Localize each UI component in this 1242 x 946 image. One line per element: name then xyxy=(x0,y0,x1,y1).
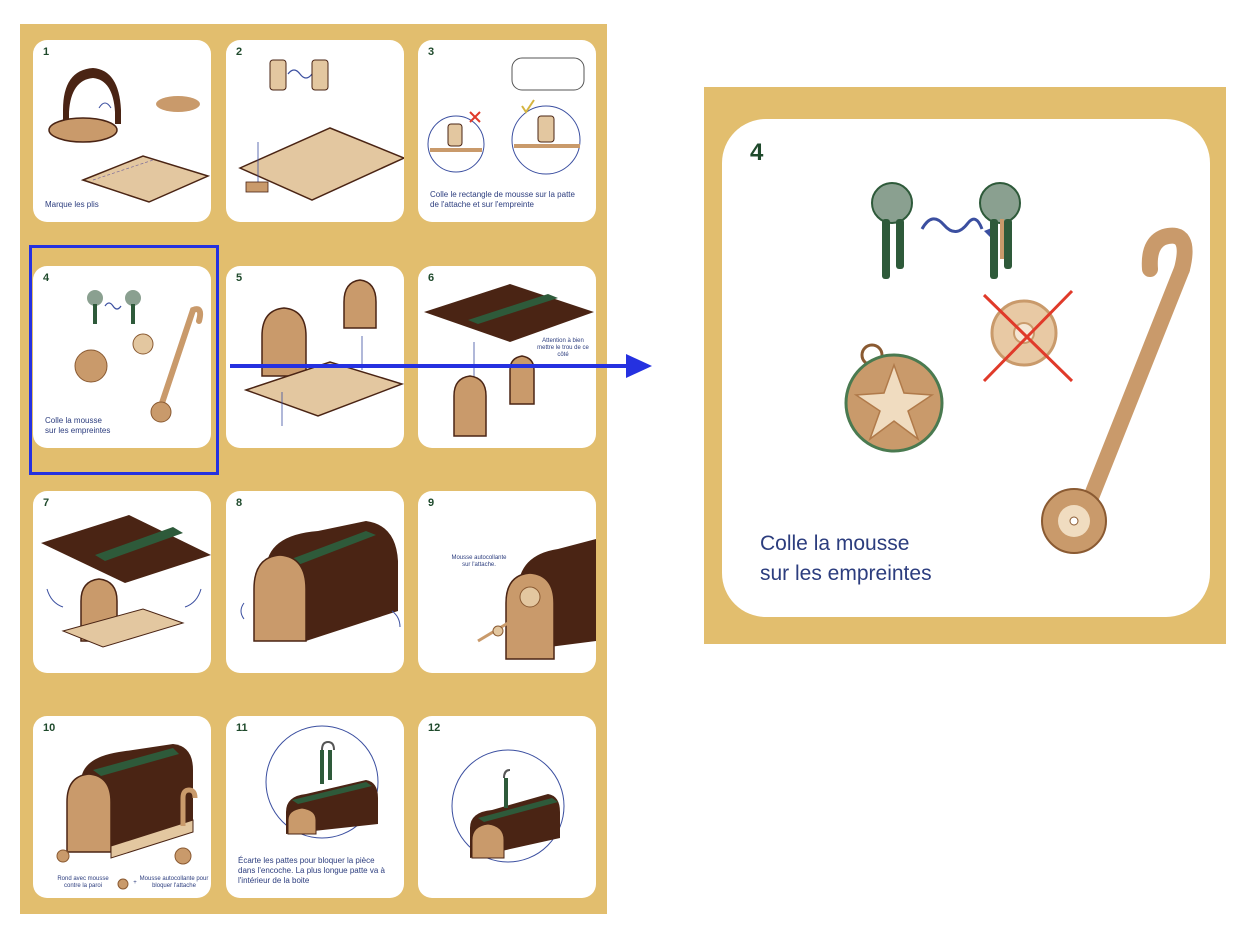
round-piece-crossed-icon xyxy=(982,289,1074,383)
step-number: 2 xyxy=(236,46,243,58)
step-panel-4: 4 Colle la mousse sur les empreintes xyxy=(33,266,211,448)
step-number: 6 xyxy=(428,272,435,284)
step-number: 3 xyxy=(428,46,435,58)
zoomed-step-4: 4 xyxy=(704,87,1226,644)
final-detail-illustration xyxy=(451,749,565,863)
step-number: 4 xyxy=(43,272,50,284)
zoom-illustration xyxy=(844,182,1193,554)
clip-before-icon xyxy=(871,182,913,279)
annotation-left: Rond avec mousse contre la paroi xyxy=(57,876,109,889)
step-number: 12 xyxy=(428,722,441,734)
annotation-right: Mousse autocollante pour bloquer l'attac… xyxy=(139,876,209,889)
step-panel-10: 10 Rond avec mousse contre la paroi + Mo… xyxy=(33,716,211,898)
step-panel-3: 3 Colle le rectangle de mousse sur la pa… xyxy=(418,40,596,222)
assembly-illustration xyxy=(243,279,404,426)
ornament-piece-icon xyxy=(844,343,944,453)
zoom-caption: Colle la mousse sur les empreintes xyxy=(760,532,932,585)
annotation-plus: + xyxy=(133,880,137,886)
step-number: 10 xyxy=(43,722,56,734)
finish-illustration xyxy=(56,744,198,890)
step-caption: Marque les plis xyxy=(45,200,99,209)
hook-detail-illustration xyxy=(265,725,379,839)
step-panel-2: 2 xyxy=(226,40,404,222)
step-number: 9 xyxy=(428,497,435,509)
foam-placement-illustration xyxy=(427,57,585,175)
step-panel-11: 11 Écarte les pattes pour bloquer la piè… xyxy=(226,716,404,898)
step-panel-5: 5 xyxy=(226,266,404,448)
log-box-illustration xyxy=(240,521,401,642)
roof-fold-illustration xyxy=(41,515,211,648)
step-number: 7 xyxy=(43,497,50,509)
step-panel-1: 1 Marque les plis xyxy=(33,40,211,222)
clip-attach-illustration xyxy=(477,539,596,660)
zoom-arrow-icon xyxy=(230,354,652,378)
step-panel-7: 7 xyxy=(33,491,211,673)
step-number: 11 xyxy=(236,722,248,734)
step-panel-8: 8 xyxy=(226,491,404,673)
step-annotation: Attention à bien mettre le trou de ce cô… xyxy=(537,338,589,358)
fold-illustration xyxy=(48,68,211,203)
step-caption: Écarte les pattes pour bloquer la pièce … xyxy=(238,856,385,885)
step-annotation: Mousse autocollante sur l'attache. xyxy=(451,555,507,568)
candy-cane-piece-icon xyxy=(1041,227,1193,554)
step-4-highlight-frame xyxy=(29,245,219,475)
clip-foam-illustration xyxy=(238,59,404,201)
zoom-step-number: 4 xyxy=(750,139,764,166)
step-number: 1 xyxy=(43,46,50,58)
clip-after-icon xyxy=(979,182,1021,279)
step-number: 5 xyxy=(236,272,243,284)
step-number: 8 xyxy=(236,497,243,509)
step-caption: Colle la mousse sur les empreintes xyxy=(45,416,111,435)
step-panel-6: 6 Attention à bien mettre le trou de ce … xyxy=(418,266,596,448)
step-caption: Colle le rectangle de mousse sur la patt… xyxy=(430,190,575,209)
foam-imprints-illustration xyxy=(74,290,204,423)
zoom-card: 4 xyxy=(722,119,1210,617)
step-panel-12: 12 xyxy=(418,716,596,898)
instruction-sheet: 1 Marque les plis 2 3 xyxy=(20,24,607,914)
step-panel-9: 9 Mousse autocollante sur l'attache. xyxy=(418,491,596,673)
